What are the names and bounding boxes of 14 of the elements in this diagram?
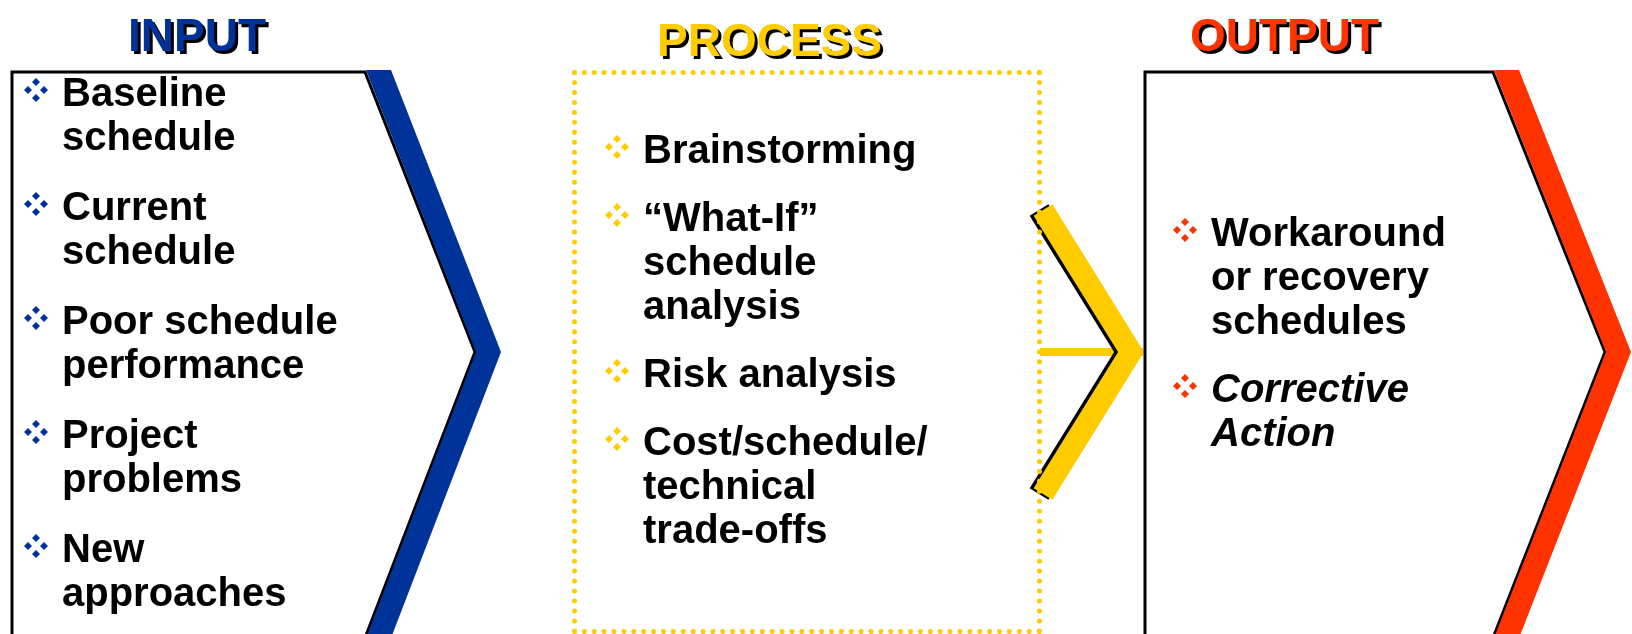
list-item: Baseline schedule	[62, 70, 237, 158]
list-item: Brainstorming	[643, 127, 917, 171]
list-item: Corrective Action	[1211, 366, 1410, 454]
list-item: Risk analysis	[643, 351, 897, 395]
column-heading: PROCESS	[657, 17, 882, 63]
list-item: Poor schedule performance	[62, 298, 339, 386]
list-item: New approaches	[62, 526, 288, 614]
list-item: Workaround or recovery schedules	[1211, 210, 1447, 342]
list-item: Project problems	[62, 412, 244, 500]
list-item: Cost/schedule/ technical trade-offs	[643, 419, 929, 551]
column-heading: OUTPUT	[1190, 12, 1380, 58]
column-heading: INPUT	[128, 12, 266, 58]
list-item: “What-If” schedule analysis	[643, 195, 820, 327]
list-item: Current schedule	[62, 184, 237, 272]
